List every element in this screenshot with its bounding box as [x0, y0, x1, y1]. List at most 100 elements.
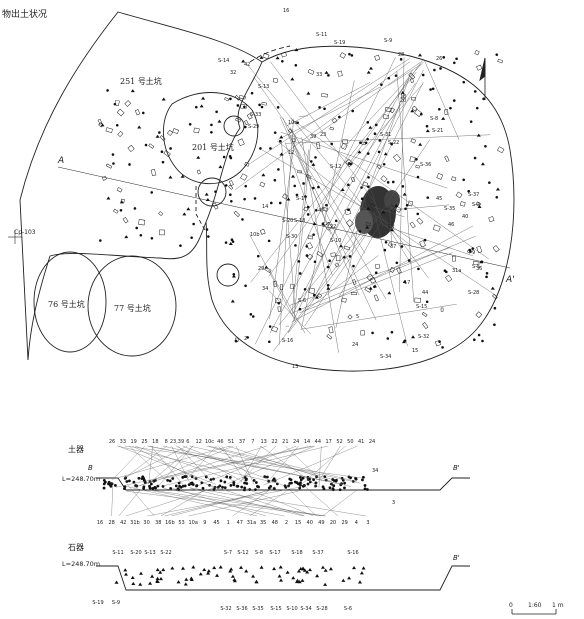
artifact-dot: [260, 105, 264, 109]
pottery-top-number: 12: [195, 439, 201, 445]
pottery-refit-line: [112, 445, 146, 481]
stone-section-profile: [96, 565, 470, 591]
artifact-dot: [99, 239, 102, 242]
pottery-point: [166, 478, 170, 482]
artifact-stone: [366, 273, 374, 282]
refit-line: [280, 131, 448, 189]
pottery-point: [140, 477, 144, 481]
artifact-dot: [236, 104, 240, 107]
artifact-dot: [374, 271, 378, 275]
plan-artifact-label: 36: [476, 266, 482, 272]
artifact-triangle: [383, 152, 388, 156]
artifact-stone: [114, 99, 120, 106]
artifact-stone: [394, 206, 402, 213]
refit-line: [262, 149, 375, 215]
pottery-point: [195, 484, 198, 488]
artifact-dot: [224, 184, 228, 187]
artifact-dot: [348, 255, 352, 258]
artifact-stone: [228, 184, 234, 190]
refit-line: [298, 115, 308, 117]
pottery-point: [228, 476, 232, 479]
artifact-stone: [376, 164, 382, 170]
artifact-stone: [172, 128, 179, 135]
artifact-stone: [392, 153, 401, 163]
refit-line: [255, 57, 396, 345]
artifact-stone: [330, 252, 336, 257]
artifact-stone: [387, 242, 393, 247]
pottery-bottom-number: 53: [178, 520, 184, 526]
pottery-point: [223, 486, 227, 490]
artifact-dot: [314, 209, 318, 212]
refit-line: [290, 236, 476, 314]
artifact-dot: [321, 222, 325, 226]
plan-artifact-label: 12: [288, 150, 294, 156]
stone-point: [158, 570, 163, 574]
pottery-refit-line: [228, 445, 331, 482]
stone-point: [259, 565, 264, 569]
pottery-refit-line: [189, 487, 366, 517]
artifact-stone: [343, 245, 351, 251]
artifact-stone: [475, 201, 482, 207]
scale-zero: 0: [509, 602, 513, 609]
pottery-refit-line: [133, 445, 267, 488]
refit-line: [304, 139, 430, 327]
artifact-stone: [289, 283, 295, 290]
artifact-dot: [312, 186, 315, 190]
stone-point: [291, 576, 296, 580]
artifact-dot: [234, 339, 238, 343]
artifact-dot: [473, 338, 476, 342]
plan-artifact-label: S-21: [432, 128, 443, 134]
artifact-stone: [388, 224, 395, 229]
artifact-triangle: [339, 244, 344, 248]
artifact-triangle: [368, 125, 373, 129]
stone-bottom-number: S-34: [300, 606, 311, 612]
plan-artifact-label: 26: [436, 56, 442, 62]
refit-line: [269, 69, 413, 334]
plan-artifact-label: S-33: [250, 112, 261, 118]
artifact-triangle: [241, 59, 246, 63]
artifact-stone: [344, 208, 352, 216]
artifact-stone: [101, 175, 108, 181]
artifact-dot: [383, 248, 387, 252]
pottery-point: [223, 480, 227, 484]
artifact-stone: [380, 175, 388, 183]
pottery-top-number: 52: [336, 439, 342, 445]
plan-artifact-label: S-37: [468, 192, 479, 198]
refit-line: [424, 60, 460, 140]
artifact-stone: [138, 219, 146, 226]
stone-point: [191, 565, 196, 569]
artifact-stone: [432, 224, 441, 232]
pottery-point: [299, 478, 303, 482]
artifact-dot: [135, 226, 139, 230]
plan-artifact-label: 23: [320, 132, 326, 138]
artifact-triangle: [366, 206, 371, 210]
artifact-triangle: [161, 97, 166, 101]
artifact-dot: [269, 147, 272, 150]
stone-point: [320, 565, 325, 569]
artifact-stone: [497, 146, 505, 154]
stone-points: [114, 565, 366, 586]
plan-artifact-label: S-10: [330, 238, 341, 244]
pottery-refit-line: [150, 445, 185, 487]
artifact-dot: [249, 313, 253, 316]
artifact-stone: [452, 255, 456, 262]
artifact-dot: [230, 199, 233, 203]
artifact-dot: [115, 123, 119, 127]
pottery-point: [328, 486, 332, 490]
artifact-dot: [150, 236, 154, 240]
artifact-dot: [400, 245, 404, 248]
plan-artifact-label: 42: [244, 62, 250, 68]
artifact-stone: [414, 297, 421, 303]
artifact-stone: [116, 187, 123, 193]
pottery-point: [272, 477, 276, 481]
stone-bottom-number: S-9: [112, 600, 120, 606]
pottery-top-number: 44: [315, 439, 321, 445]
artifact-dot: [462, 80, 466, 84]
pottery-point: [132, 480, 136, 484]
artifact-dot: [139, 233, 143, 237]
artifact-stone: [396, 267, 402, 274]
stone-top-number: S-11: [112, 550, 123, 556]
artifact-dot: [277, 301, 281, 305]
pottery-bottom-number: 3: [366, 520, 369, 526]
